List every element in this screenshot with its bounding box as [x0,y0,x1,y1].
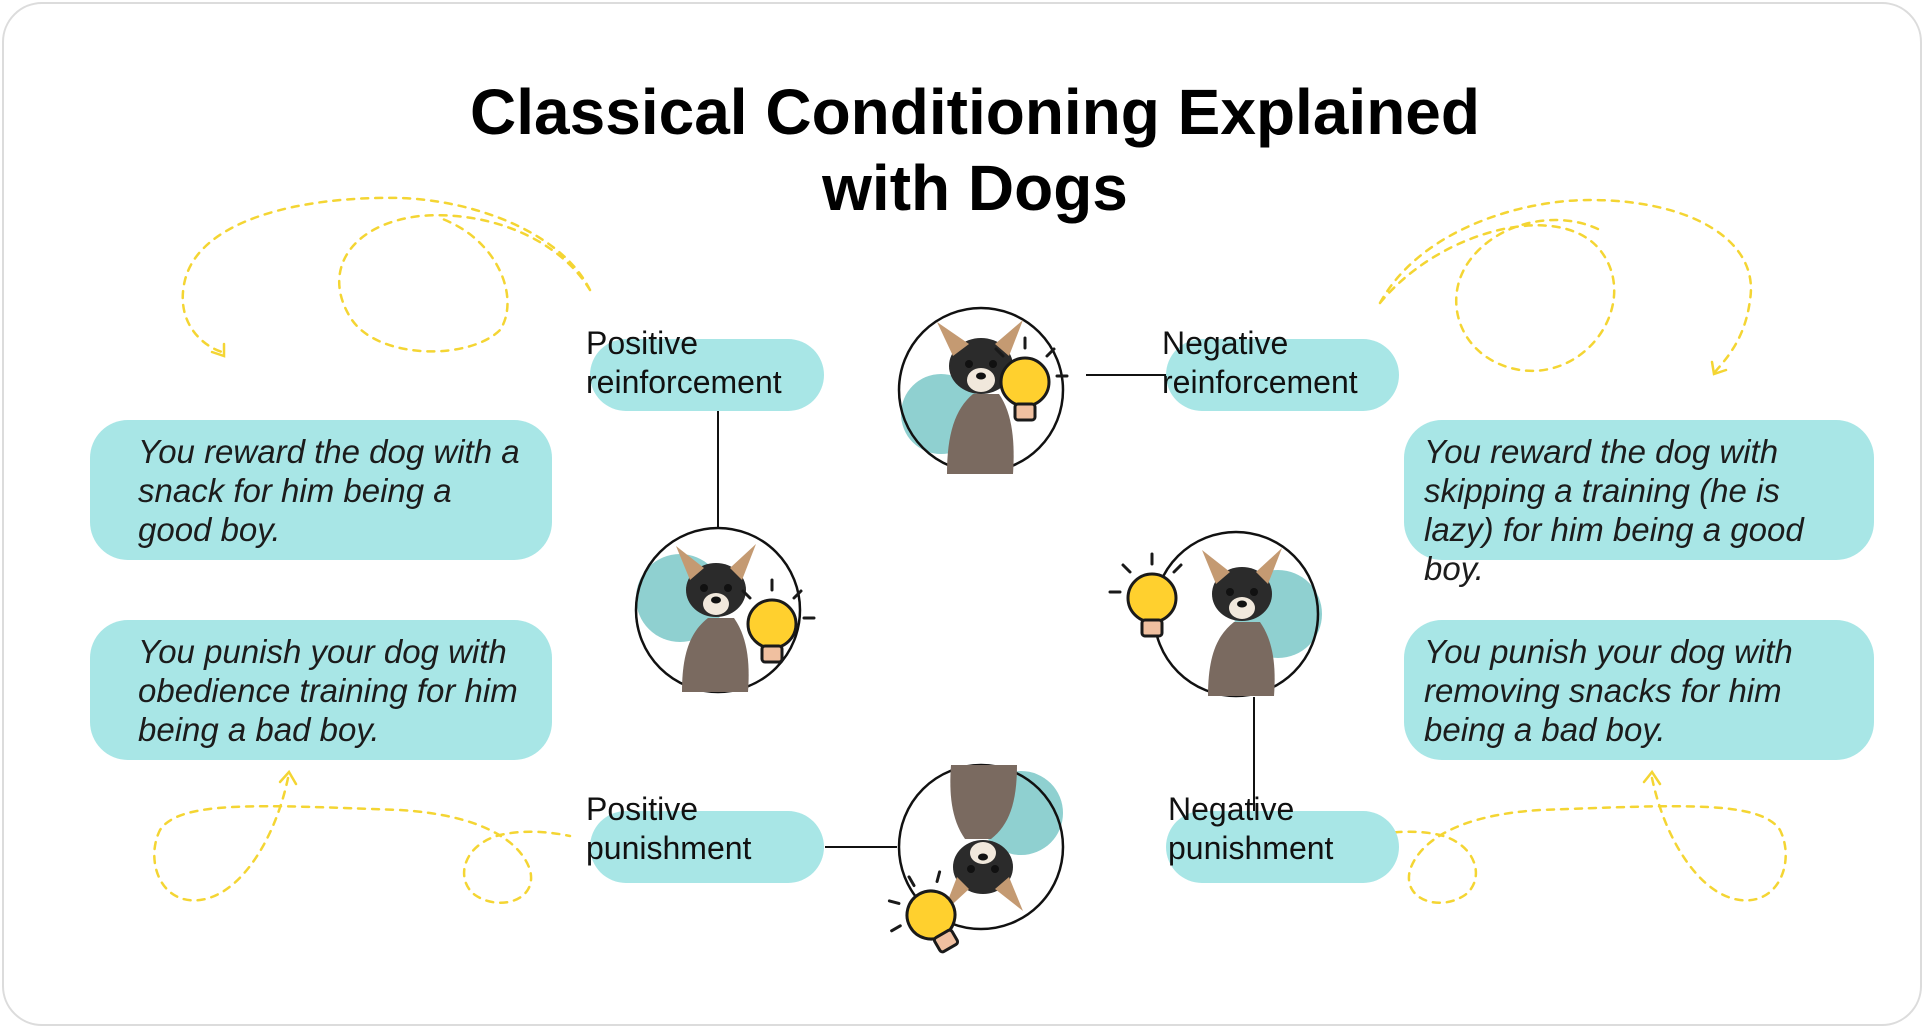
example-negative-punishment: You punish your dog with removing snacks… [1404,620,1874,760]
lightbulb-icon [994,336,1069,422]
title-line-2: with Dogs [822,152,1128,224]
example-positive-reinforcement: You reward the dog with a snack for him … [90,420,552,560]
example-text: You punish your dog with removing snacks… [1424,633,1793,748]
label-negative-reinforcement: Negative reinforcement [1162,325,1358,400]
node-positive-punishment [887,761,1067,954]
dog-icon [676,544,756,692]
title-line-1: Classical Conditioning Explained [470,76,1480,148]
example-text: You punish your dog with obedience train… [138,633,518,748]
pill-positive-reinforcement [590,339,824,411]
node-positive-reinforcement [632,524,816,696]
example-text: You reward the dog with a snack for him … [138,433,520,548]
pill-negative-punishment [1166,811,1399,883]
example-negative-reinforcement: You reward the dog with skipping a train… [1404,420,1874,587]
example-text: You reward the dog with skipping a train… [1424,433,1804,587]
example-positive-punishment: You punish your dog with obedience train… [90,620,552,760]
lightbulb-icon [1108,552,1183,638]
label-negative-punishment: Negative punishment [1168,791,1334,866]
dog-icon [943,765,1023,913]
pill-negative-reinforcement [1166,339,1399,411]
lightbulb-icon [887,870,960,954]
label-positive-reinforcement: Positive reinforcement [586,325,782,400]
node-negative-reinforcement [895,304,1069,476]
lightbulb-icon [741,578,816,664]
dog-icon [1202,548,1282,696]
node-negative-punishment [1108,528,1322,700]
pill-positive-punishment [590,811,824,883]
page-title: Classical Conditioning Explained with Do… [0,74,1928,226]
label-positive-punishment: Positive punishment [586,791,752,866]
